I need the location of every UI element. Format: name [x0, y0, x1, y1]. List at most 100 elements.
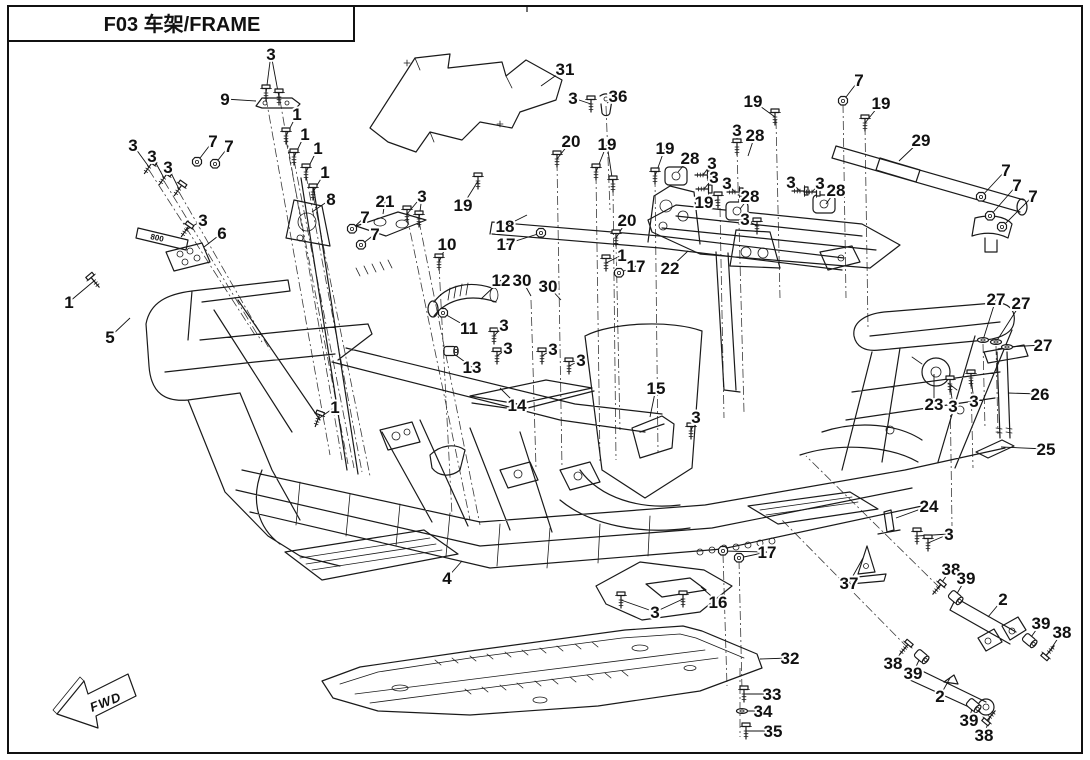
part-number-label: 3	[499, 316, 508, 335]
rear-rack-22	[647, 166, 901, 269]
leader-line	[677, 157, 691, 173]
leader-line	[752, 100, 776, 118]
bolt-glyph	[858, 114, 872, 132]
bolt-glyph	[562, 357, 576, 375]
frame-brackets	[379, 421, 601, 491]
part-number-label: 15	[647, 379, 666, 398]
nut-glyph	[733, 552, 745, 563]
bolt-glyph	[928, 577, 948, 599]
part-number-label: 9	[220, 90, 229, 109]
nut-glyph	[346, 223, 358, 234]
part-number-label: 20	[618, 211, 637, 230]
part-number-label: 1	[64, 293, 73, 312]
bolt-glyph	[768, 108, 782, 126]
leader-line	[132, 144, 150, 168]
callout-29: 29	[898, 129, 932, 162]
leader-line	[848, 557, 864, 584]
callout-28: 28	[739, 185, 761, 210]
callout-16: 16	[700, 586, 729, 614]
part-number-label: 3	[163, 158, 172, 177]
part-number-label: 28	[746, 126, 765, 145]
leader-line	[540, 68, 566, 87]
leader-line	[864, 102, 882, 124]
callout-15: 15	[645, 377, 667, 418]
bolt-glyph	[487, 327, 501, 345]
bolt-glyph	[584, 95, 598, 113]
bolt-glyph	[272, 88, 286, 106]
leader-line	[702, 162, 713, 176]
nut-glyph	[717, 545, 729, 556]
callout-39: 39	[902, 648, 931, 685]
callout-11: 11	[437, 307, 480, 340]
part-number-label: 30	[513, 271, 532, 290]
part-number-label: 3	[740, 210, 749, 229]
washer-glyph	[976, 337, 990, 343]
callout-1: 1	[309, 396, 342, 429]
nut-glyph	[437, 307, 449, 318]
heat-shield-plate-31	[369, 53, 563, 153]
leader-line	[759, 657, 791, 660]
part-number-label: 19	[656, 139, 675, 158]
part-number-label: 3	[266, 45, 275, 64]
callout-5: 5	[103, 317, 131, 349]
bolt-glyph	[614, 591, 628, 609]
leader-line	[462, 180, 479, 206]
leader-line	[382, 200, 386, 215]
guard-plate-16	[595, 561, 733, 621]
leader-line	[446, 560, 463, 579]
callout-2: 2	[987, 588, 1010, 618]
callout-20: 20	[550, 130, 582, 168]
part-number-label: 14	[508, 396, 527, 415]
part-number-label: 26	[1031, 385, 1050, 404]
part-number-label: 7	[370, 225, 379, 244]
bolt-glyph	[550, 150, 564, 168]
part-number-label: 7	[854, 71, 863, 90]
part-number-label: 22	[661, 259, 680, 278]
leader-line	[311, 198, 332, 213]
leader-line	[615, 219, 628, 239]
leader-line	[109, 317, 131, 338]
leader-line	[983, 716, 991, 736]
part-number-label: 39	[1032, 614, 1051, 633]
title-box	[7, 5, 355, 42]
callout-3: 3	[684, 406, 703, 440]
part-number-label: 38	[1053, 623, 1072, 642]
leader-line	[185, 219, 204, 231]
part-number-label: 2	[998, 590, 1007, 609]
callout-10: 10	[432, 233, 458, 271]
callout-19: 19	[452, 172, 485, 217]
nut-glyph	[996, 221, 1008, 232]
callout-3: 3	[720, 172, 744, 199]
strut-stamp-800: 800	[150, 232, 165, 244]
nut-glyph	[984, 210, 996, 221]
part-number-label: 3	[948, 397, 957, 416]
part-number-label: 20	[562, 132, 581, 151]
part-number-label: 17	[627, 257, 646, 276]
nut-glyph	[191, 156, 203, 167]
part-number-label: 3	[815, 174, 824, 193]
leader-line	[980, 169, 1007, 198]
bolt-glyph	[432, 253, 446, 271]
part-number-label: 28	[741, 187, 760, 206]
callout-24: 24	[895, 495, 941, 519]
bolt-glyph	[921, 534, 935, 552]
leader-line	[493, 324, 505, 337]
nut-glyph	[535, 227, 547, 238]
leader-line	[568, 359, 582, 367]
callout-3: 3	[126, 134, 159, 178]
part-number-label: 6	[217, 224, 226, 243]
callout-7: 7	[975, 159, 1013, 202]
part-number-label: 3	[147, 147, 156, 166]
callout-38: 38	[882, 637, 915, 675]
page-title: F03 车架/FRAME	[104, 12, 261, 36]
bolt-glyph	[589, 163, 603, 181]
callout-18: 18	[494, 214, 528, 238]
leader-line	[927, 533, 950, 544]
callout-38: 38	[928, 558, 962, 599]
part-number-label: 32	[781, 649, 800, 668]
callout-7: 7	[996, 185, 1040, 232]
callout-3: 3	[487, 314, 511, 345]
callout-3: 3	[695, 166, 721, 196]
support-tube-29	[831, 145, 1028, 253]
callout-33: 33	[737, 683, 783, 706]
